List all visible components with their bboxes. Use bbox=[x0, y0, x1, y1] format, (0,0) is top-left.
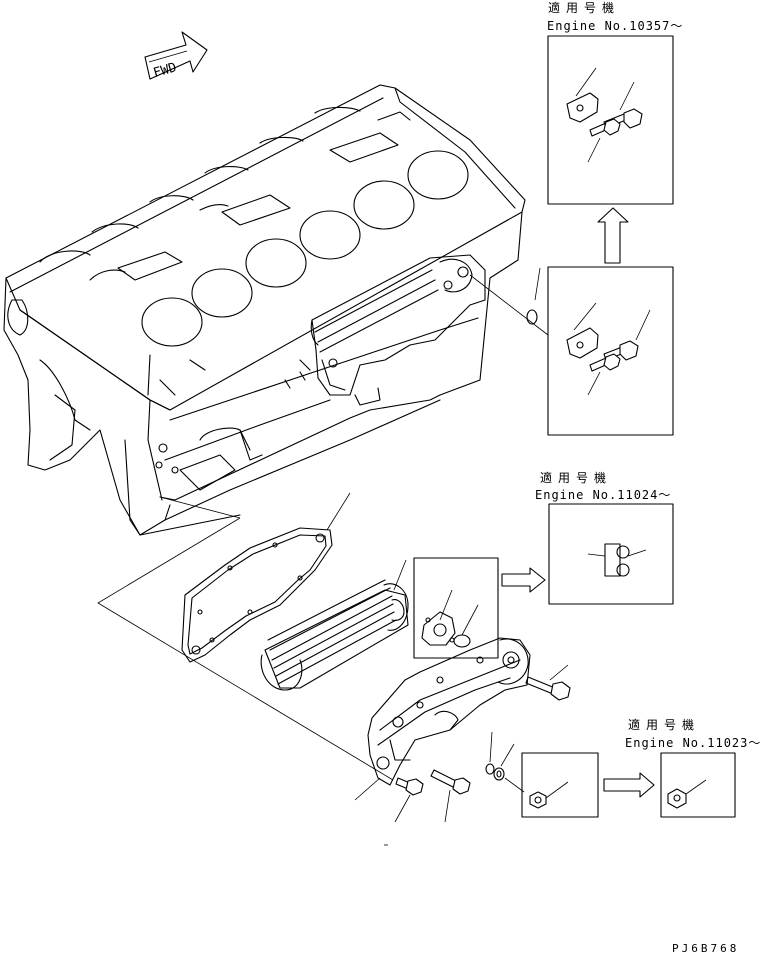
installed-oil-cooler bbox=[310, 254, 486, 396]
callout-1-engine-number: Engine No.10357～ bbox=[547, 19, 684, 33]
drawing-code: PJ6B768 bbox=[672, 942, 740, 954]
detail-box-flange bbox=[413, 557, 499, 659]
upgrade-arrow-up bbox=[597, 207, 629, 264]
assembly-leader-lines bbox=[97, 517, 394, 781]
plug-washer bbox=[485, 731, 525, 793]
oil-cooler-gasket bbox=[181, 492, 351, 663]
oil-cooler-cover bbox=[354, 637, 531, 801]
engine-block bbox=[3, 84, 526, 536]
fwd-direction-arrow: FWD bbox=[144, 31, 208, 81]
o-ring-on-block bbox=[526, 309, 538, 325]
block-leader bbox=[159, 496, 241, 519]
oil-cooler-element bbox=[260, 559, 409, 691]
detail-box-plug bbox=[521, 752, 599, 818]
upgrade-arrow-right-2 bbox=[603, 772, 655, 798]
o-ring-leader bbox=[534, 267, 541, 301]
cover-bolt-upper bbox=[525, 664, 571, 701]
cover-bolt-long bbox=[430, 769, 471, 823]
leader-to-top-detail bbox=[469, 274, 549, 336]
detail-box-plate-bolts-new bbox=[547, 35, 674, 205]
callout-2-applicable-label: 適用号機 bbox=[540, 471, 613, 485]
cover-bolt-short bbox=[394, 777, 424, 823]
detail-box-flange-new bbox=[548, 503, 674, 605]
upgrade-arrow-right-1 bbox=[501, 567, 546, 593]
fwd-label: FWD bbox=[152, 60, 179, 81]
callout-3-applicable-label: 適用号機 bbox=[628, 718, 701, 732]
callout-1-applicable-label: 適用号機 bbox=[548, 1, 621, 15]
detail-box-plate-bolts bbox=[547, 266, 674, 436]
callout-2-engine-number: Engine No.11024～ bbox=[535, 488, 672, 502]
callout-3-engine-number: Engine No.11023～ bbox=[625, 736, 762, 750]
detail-box-plug-new bbox=[660, 752, 736, 818]
